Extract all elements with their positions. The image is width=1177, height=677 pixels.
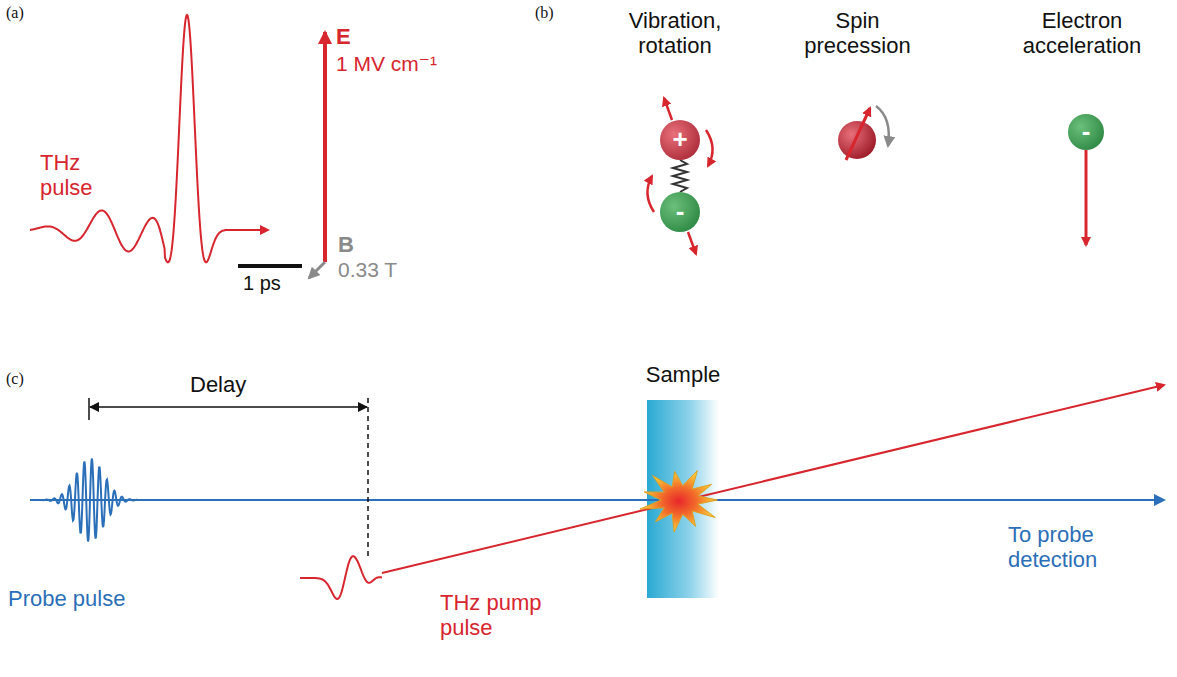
panel-label: (c) [6, 370, 24, 388]
charge-circle: - [660, 192, 700, 232]
interaction-burst [640, 471, 718, 532]
sample-label: Sample [628, 362, 738, 388]
e-field-arrow [323, 32, 327, 262]
scale-bar [238, 264, 302, 268]
spin-arrow [846, 108, 870, 160]
field-symbol: E [336, 24, 351, 49]
delay-bracket [90, 406, 367, 408]
field-value: 1 MV cm⁻¹ [336, 52, 437, 76]
panel-label: (a) [6, 4, 24, 22]
field-value: 0.33 T [338, 258, 397, 282]
pump-beam [382, 385, 1164, 573]
mode-label: Electron acceleration [992, 8, 1172, 59]
precession-arrow [876, 106, 889, 146]
pulse-label: THz pulse [40, 150, 110, 201]
mode-label: Vibration, rotation [600, 8, 750, 59]
beam-label: Probe pulse [8, 586, 198, 611]
delay-tick [367, 398, 369, 556]
beam-label: THz pump pulse [440, 590, 550, 641]
beam-label: To probe detection [1008, 522, 1128, 573]
vibration-arrow [664, 98, 672, 120]
mode-label: Spin precession [790, 8, 925, 59]
thz-waveform [30, 15, 268, 262]
acceleration-arrow [1085, 150, 1088, 245]
b-field-arrow [309, 262, 325, 278]
sample-slab: Sample [628, 362, 738, 600]
spin-sphere [838, 121, 876, 159]
field-symbol: B [338, 232, 354, 257]
panel-label: (b) [535, 4, 554, 22]
charge-sign: - [676, 198, 685, 224]
delay-label: Delay [190, 372, 246, 397]
electron-circle: - [1068, 114, 1104, 150]
charge-sign: + [672, 126, 687, 152]
charge-sign: - [1082, 118, 1091, 144]
rotation-arrow [706, 130, 713, 166]
rotation-arrow [647, 176, 654, 212]
pump-waveform [300, 556, 382, 599]
delay-tick [88, 398, 90, 420]
charge-circle: + [660, 120, 700, 160]
probe-beam [30, 499, 1164, 501]
scale-label: 1 ps [243, 272, 281, 295]
spring-connector [673, 160, 687, 192]
vibration-arrow [688, 232, 696, 254]
probe-wavepacket [35, 459, 145, 542]
